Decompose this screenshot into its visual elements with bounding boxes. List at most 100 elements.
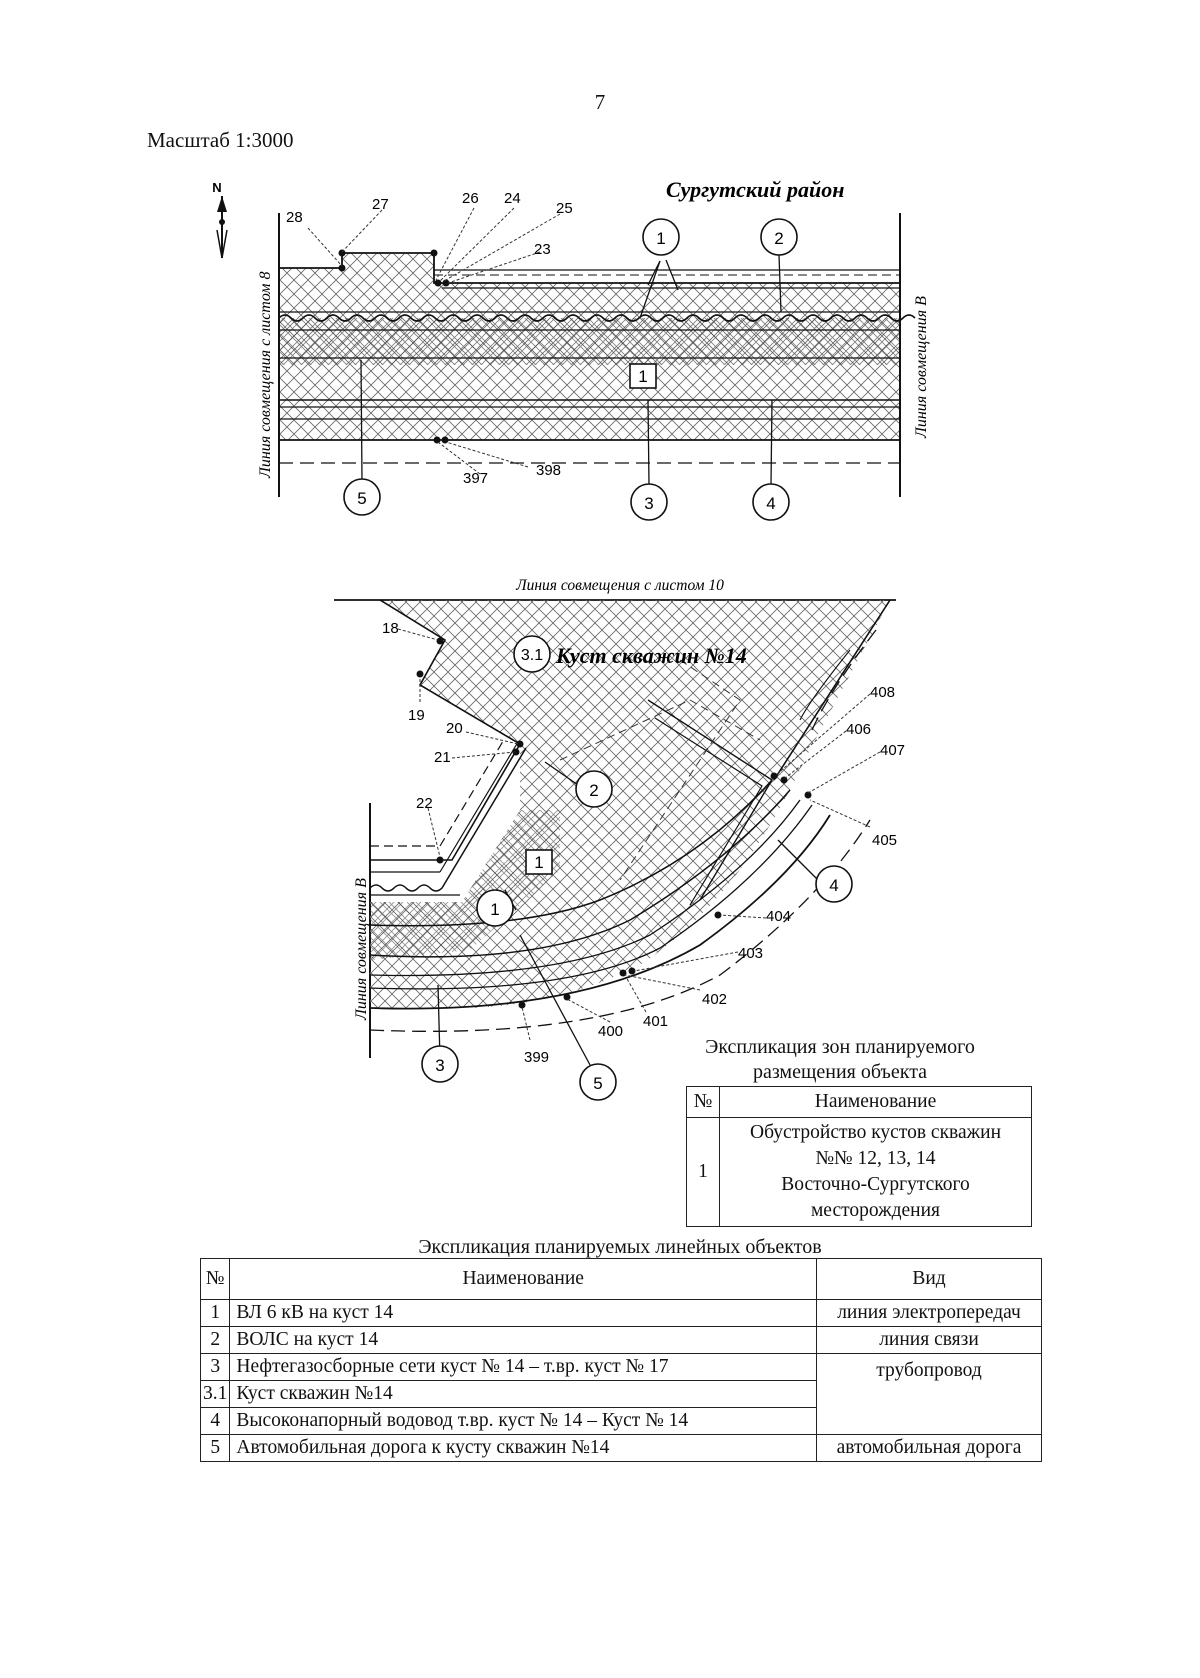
row-type: линия электропередач — [816, 1299, 1042, 1327]
table-row: 5 Автомобильная дорога к кусту скважин №… — [199, 1434, 1042, 1462]
point-label: 21 — [434, 749, 451, 766]
district-label: Сургутский район — [666, 177, 844, 202]
table-row: 1 ВЛ 6 кВ на куст 14 линия электропереда… — [199, 1299, 1042, 1327]
row-name: Куст скважин №14 — [229, 1380, 817, 1408]
point-label: 27 — [372, 196, 389, 213]
bottom-map — [334, 599, 896, 1077]
row-no: 2 — [199, 1326, 231, 1354]
callout-number: 3 — [435, 1056, 444, 1075]
linear-legend-caption: Экспликация планируемых линейных объекто… — [418, 1236, 822, 1258]
row-name-line: Восточно-Сургутского — [781, 1174, 970, 1195]
point-label: 408 — [870, 684, 895, 701]
callout-number: 5 — [593, 1074, 602, 1093]
row-no: 4 — [199, 1407, 231, 1435]
svg-text:3.1: 3.1 — [521, 647, 543, 664]
callout-number: 1 — [656, 229, 665, 248]
zone-box: 1 — [525, 849, 553, 875]
callout: 1 — [642, 218, 680, 256]
table-header-row: № Наименование Вид — [199, 1258, 1042, 1300]
row-name-line: Обустройство кустов скважин — [749, 1122, 1001, 1143]
north-arrow-icon: N — [212, 180, 228, 259]
row-type: линия связи — [816, 1326, 1042, 1354]
callout-number: 4 — [829, 876, 838, 895]
linear-legend-table: № Наименование Вид 1 ВЛ 6 кВ на куст 14 … — [199, 1258, 1042, 1462]
right-match-line-label: Линия совмещения В — [913, 296, 930, 439]
row-name: Нефтегазосборные сети куст № 14 – т.вр. … — [229, 1353, 817, 1381]
cluster-tag: 3.1 — [513, 635, 551, 673]
callout: 3 — [630, 483, 668, 521]
row-name: Автомобильная дорога к кусту скважин №14 — [229, 1434, 817, 1462]
callout: 5 — [343, 478, 381, 516]
point-label: 399 — [524, 1049, 549, 1066]
table-row: 2 ВОЛС на куст 14 линия связи — [199, 1326, 1042, 1354]
top-map: N — [212, 180, 916, 497]
point-label: 22 — [416, 795, 433, 812]
point-label: 404 — [766, 908, 791, 925]
left-match-line-label-bottom: Линия совмещения В — [353, 878, 370, 1021]
point-label: 401 — [643, 1013, 668, 1030]
svg-text:1: 1 — [638, 367, 647, 386]
zone-box: 1 — [629, 363, 657, 389]
callout-number: 5 — [357, 489, 366, 508]
point-label: 20 — [446, 720, 463, 737]
callout: 4 — [815, 865, 853, 903]
table-header-row: № Наименование — [686, 1086, 1032, 1118]
point-label: 23 — [534, 241, 551, 258]
zone-legend-caption-line: размещения объекта — [752, 1061, 928, 1083]
table-row: 1 Обустройство кустов скважин №№ 12, 13,… — [686, 1117, 1032, 1227]
callout: 5 — [579, 1063, 617, 1101]
row-type: трубопровод — [816, 1353, 1042, 1435]
row-no: 5 — [199, 1434, 231, 1462]
callout: 3 — [421, 1045, 459, 1083]
point-label: 19 — [408, 707, 425, 724]
zone-legend-caption-line: Экспликация зон планируемого — [705, 1036, 975, 1058]
callout: 2 — [760, 218, 798, 256]
row-name: ВЛ 6 кВ на куст 14 — [229, 1299, 817, 1327]
row-name: Высоконапорный водовод т.вр. куст № 14 –… — [229, 1407, 817, 1435]
page-number: 7 — [594, 90, 606, 114]
callout: 1 — [476, 889, 514, 927]
map-scale: Масштаб 1:3000 — [147, 128, 294, 152]
row-no: 1 — [686, 1117, 720, 1227]
row-no: 3 — [199, 1353, 231, 1381]
header-name: Наименование — [229, 1258, 817, 1300]
header-no: № — [686, 1086, 720, 1118]
zone-legend-caption: Экспликация зон планируемого размещения … — [680, 1035, 1000, 1085]
row-name: ВОЛС на куст 14 — [229, 1326, 817, 1354]
callout: 2 — [575, 770, 613, 808]
callout-number: 3 — [644, 494, 653, 513]
point-label: 400 — [598, 1023, 623, 1040]
point-label: 398 — [536, 462, 561, 479]
row-name-line: месторождения — [810, 1200, 941, 1221]
point-label: 24 — [504, 190, 521, 207]
svg-text:N: N — [212, 180, 221, 195]
point-label: 402 — [702, 991, 727, 1008]
row-name: Обустройство кустов скважин №№ 12, 13, 1… — [719, 1117, 1032, 1227]
point-label: 26 — [462, 190, 479, 207]
cluster-label: Куст скважин №14 — [555, 643, 747, 668]
top-match-line-label: Линия совмещения с листом 10 — [515, 577, 724, 594]
left-match-line-label: Линия совмещения с листом 8 — [257, 272, 274, 479]
row-no: 3.1 — [199, 1380, 231, 1408]
table-row: 4 Высоконапорный водовод т.вр. куст № 14… — [199, 1407, 1042, 1435]
table-row: 3.1 Куст скважин №14 — [199, 1380, 1042, 1408]
point-label: 18 — [382, 620, 399, 637]
table-row: 3 Нефтегазосборные сети куст № 14 – т.вр… — [199, 1353, 1042, 1435]
row-name-line: №№ 12, 13, 14 — [815, 1148, 936, 1169]
point-label: 397 — [463, 470, 488, 487]
row-type: автомобильная дорога — [816, 1434, 1042, 1462]
header-name: Наименование — [719, 1086, 1032, 1118]
callout-number: 4 — [766, 494, 775, 513]
point-label: 407 — [880, 742, 905, 759]
header-no: № — [199, 1258, 231, 1300]
point-label: 28 — [286, 209, 303, 226]
svg-text:1: 1 — [534, 853, 543, 872]
row-no: 1 — [199, 1299, 231, 1327]
header-type: Вид — [816, 1258, 1042, 1300]
point-label: 403 — [738, 945, 763, 962]
callout-number: 1 — [490, 900, 499, 919]
callout-number: 2 — [774, 229, 783, 248]
point-label: 25 — [556, 200, 573, 217]
zone-legend-table: № Наименование 1 Обустройство кустов скв… — [686, 1086, 1032, 1227]
